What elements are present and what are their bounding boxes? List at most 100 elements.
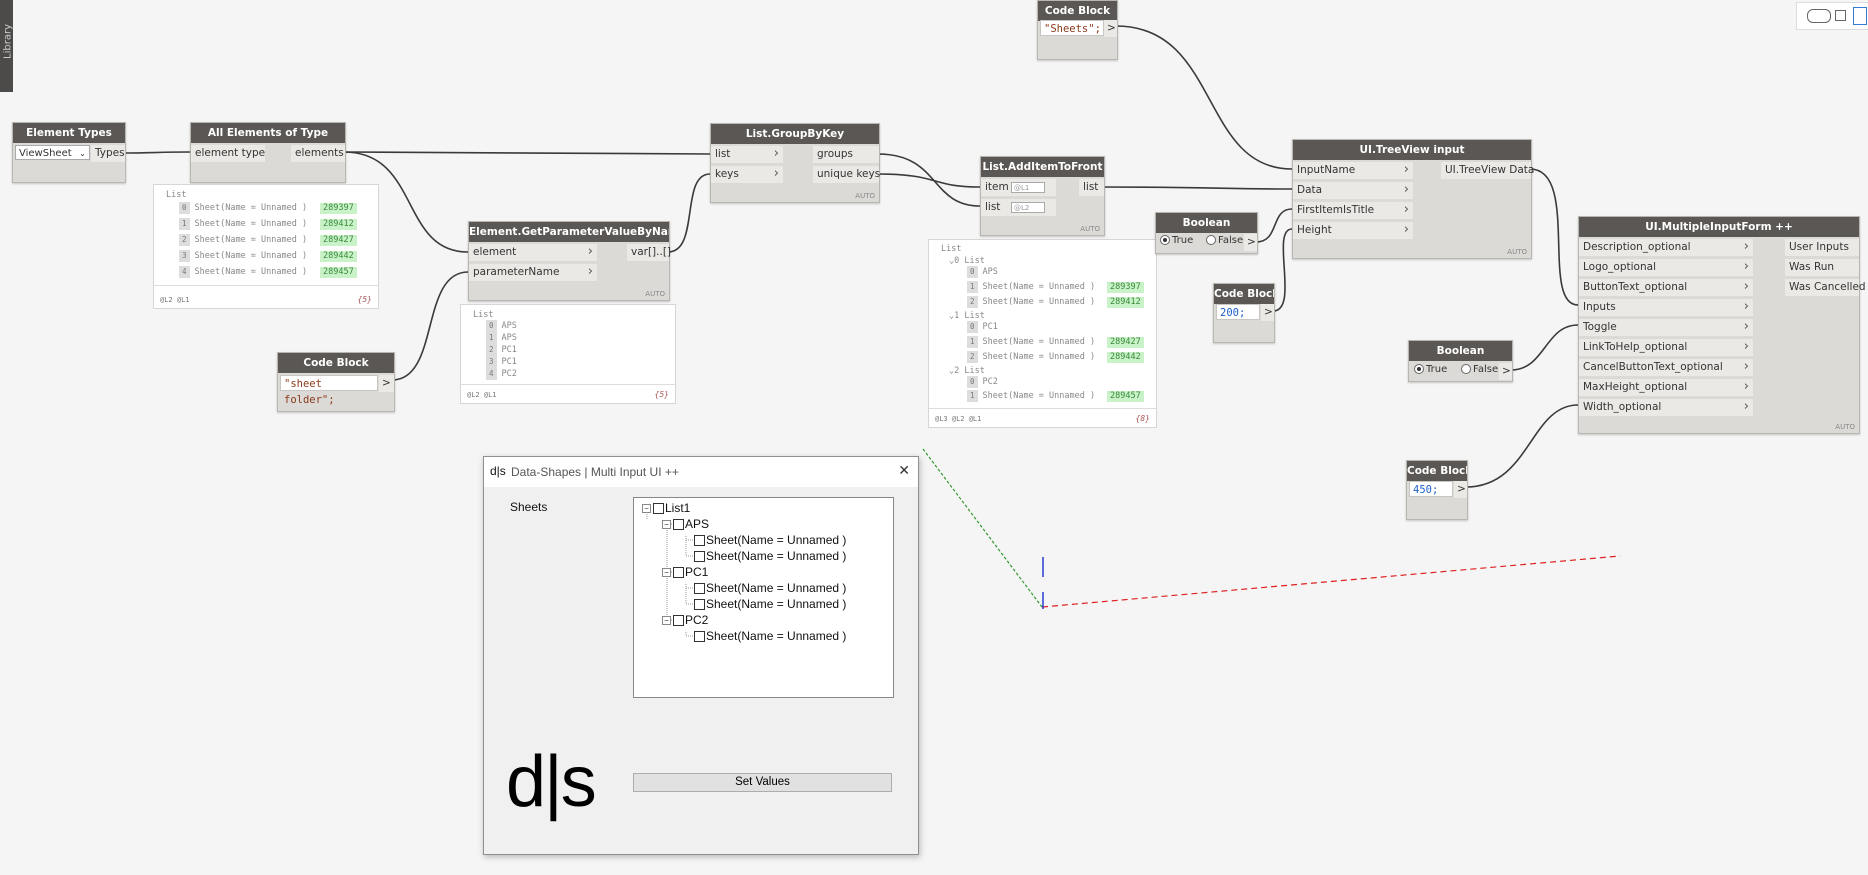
library-tab[interactable]: Library bbox=[0, 0, 14, 92]
code-editor[interactable]: 200; bbox=[1216, 304, 1260, 320]
tree-node-list1[interactable]: −List1 bbox=[642, 501, 690, 516]
radio-true[interactable]: True bbox=[1414, 364, 1447, 375]
collapse-icon[interactable]: − bbox=[642, 504, 651, 514]
input-port-link-to-help[interactable]: LinkToHelp_optional bbox=[1579, 338, 1753, 356]
sheets-treeview[interactable]: −List1 −APS Sheet(Name = Unnamed ) Sheet… bbox=[633, 497, 894, 698]
lacing-auto[interactable]: AUTO bbox=[1080, 225, 1100, 233]
radio-false[interactable]: False bbox=[1461, 364, 1498, 375]
input-port-button-text[interactable]: ButtonText_optional bbox=[1579, 278, 1753, 296]
output-port-var[interactable]: var[]..[] bbox=[627, 244, 671, 261]
code-editor[interactable]: 450; bbox=[1409, 481, 1453, 497]
input-port-description[interactable]: Description_optional bbox=[1579, 238, 1753, 256]
geometry-view-icon[interactable] bbox=[1807, 9, 1831, 23]
input-port-toggle[interactable]: Toggle bbox=[1579, 318, 1753, 336]
tree-leaf-sheet[interactable]: Sheet(Name = Unnamed ) bbox=[694, 533, 846, 548]
node-code-block-450[interactable]: Code Block 450; > bbox=[1406, 460, 1468, 520]
node-boolean-first-item[interactable]: Boolean True False > bbox=[1155, 212, 1258, 254]
output-port-treeview-data[interactable]: UI.TreeView Data bbox=[1441, 162, 1534, 179]
collapse-icon[interactable]: − bbox=[662, 616, 671, 626]
node-get-parameter-value[interactable]: Element.GetParameterValueByName element … bbox=[468, 221, 671, 301]
input-port-keys[interactable]: keys bbox=[711, 165, 783, 183]
collapse-icon[interactable]: − bbox=[662, 568, 671, 578]
checkbox[interactable] bbox=[673, 615, 684, 627]
radio-true[interactable]: True bbox=[1160, 235, 1193, 246]
output-port-was-run[interactable]: Was Run bbox=[1785, 259, 1859, 276]
checkbox[interactable] bbox=[694, 535, 705, 547]
tree-node-pc1[interactable]: −PC1 bbox=[662, 565, 708, 580]
output-port-groups[interactable]: groups bbox=[813, 146, 879, 163]
element-type-dropdown[interactable]: ViewSheet ⌄ bbox=[15, 145, 90, 160]
node-ui-multiple-input-form[interactable]: UI.MultipleInputForm ++ Description_opti… bbox=[1578, 216, 1866, 434]
input-port-height[interactable]: Height bbox=[1293, 221, 1413, 239]
checkbox[interactable] bbox=[653, 503, 664, 515]
output-port[interactable]: > bbox=[1261, 304, 1274, 321]
dialog-titlebar[interactable]: d|s Data-Shapes | Multi Input UI ++ ✕ bbox=[484, 457, 918, 487]
checkbox[interactable] bbox=[694, 599, 705, 611]
data-shapes-dialog[interactable]: d|s Data-Shapes | Multi Input UI ++ ✕ Sh… bbox=[483, 456, 919, 855]
output-port-user-inputs[interactable]: User Inputs bbox=[1785, 239, 1859, 256]
input-port-list[interactable]: list @L2 bbox=[981, 199, 1056, 216]
input-port-cancel-button-text[interactable]: CancelButtonText_optional bbox=[1579, 358, 1753, 376]
checkbox[interactable] bbox=[694, 583, 705, 595]
radio-false[interactable]: False bbox=[1206, 235, 1243, 246]
code-editor[interactable]: "sheet folder"; bbox=[280, 375, 378, 406]
fit-view-icon[interactable] bbox=[1853, 7, 1867, 25]
level-selector[interactable]: @L1 bbox=[1011, 182, 1045, 193]
lacing-auto[interactable]: AUTO bbox=[1507, 248, 1527, 256]
checkbox[interactable] bbox=[694, 631, 705, 643]
preview-header: List bbox=[473, 310, 494, 320]
input-port-width[interactable]: Width_optional bbox=[1579, 398, 1753, 416]
node-code-block-200[interactable]: Code Block 200; > bbox=[1213, 283, 1275, 343]
level-selector[interactable]: @L2 bbox=[1011, 202, 1045, 213]
output-port-unique-keys[interactable]: unique keys bbox=[813, 166, 880, 183]
tree-leaf-sheet[interactable]: Sheet(Name = Unnamed ) bbox=[694, 597, 846, 612]
lacing-auto[interactable]: AUTO bbox=[855, 192, 875, 200]
input-port-element-type[interactable]: element type bbox=[191, 145, 265, 162]
output-port[interactable]: > bbox=[1104, 20, 1117, 37]
input-port-inputs[interactable]: Inputs bbox=[1579, 298, 1753, 316]
node-view-icon[interactable] bbox=[1835, 10, 1846, 21]
node-code-block-sheet-folder[interactable]: Code Block "sheet folder"; > bbox=[277, 352, 395, 412]
output-port-types[interactable]: Types bbox=[91, 145, 125, 162]
tree-node-pc2[interactable]: −PC2 bbox=[662, 613, 708, 628]
output-port[interactable]: > bbox=[379, 375, 394, 392]
node-ui-treeview-input[interactable]: UI.TreeView input InputName Data FirstIt… bbox=[1292, 139, 1534, 259]
element-id: 289442 bbox=[1107, 352, 1144, 363]
set-values-button[interactable]: Set Values bbox=[633, 773, 892, 792]
element-id: 289397 bbox=[320, 203, 357, 214]
output-port[interactable]: > bbox=[1499, 363, 1512, 380]
node-list-add-item-to-front[interactable]: List.AddItemToFront item @L1 list @L2 li… bbox=[980, 156, 1105, 236]
lacing-auto[interactable]: AUTO bbox=[1835, 423, 1855, 431]
checkbox[interactable] bbox=[673, 519, 684, 531]
node-all-elements-of-type[interactable]: All Elements of Type element type elemen… bbox=[190, 122, 346, 183]
input-port-element[interactable]: element bbox=[469, 243, 597, 261]
tree-leaf-sheet[interactable]: Sheet(Name = Unnamed ) bbox=[694, 629, 846, 644]
checkbox[interactable] bbox=[694, 551, 705, 563]
output-port-elements[interactable]: elements bbox=[291, 145, 345, 162]
node-element-types[interactable]: Element Types ViewSheet ⌄ Types bbox=[12, 122, 126, 183]
input-port-input-name[interactable]: InputName bbox=[1293, 161, 1413, 179]
node-code-block-sheets[interactable]: Code Block "Sheets"; > bbox=[1037, 0, 1118, 60]
code-editor[interactable]: "Sheets"; bbox=[1040, 20, 1104, 36]
tree-leaf-sheet[interactable]: Sheet(Name = Unnamed ) bbox=[694, 581, 846, 596]
output-port-was-cancelled[interactable]: Was Cancelled bbox=[1785, 279, 1866, 296]
lacing-auto[interactable]: AUTO bbox=[645, 290, 665, 298]
output-port[interactable]: > bbox=[1244, 234, 1257, 251]
node-boolean-toggle[interactable]: Boolean True False > bbox=[1408, 340, 1513, 382]
close-icon[interactable]: ✕ bbox=[898, 463, 910, 479]
checkbox[interactable] bbox=[673, 567, 684, 579]
input-port-first-item-is-title[interactable]: FirstItemIsTitle bbox=[1293, 201, 1413, 219]
input-port-item[interactable]: item @L1 bbox=[981, 179, 1056, 196]
input-port-logo[interactable]: Logo_optional bbox=[1579, 258, 1753, 276]
tree-node-aps[interactable]: −APS bbox=[662, 517, 709, 532]
tree-leaf-sheet[interactable]: Sheet(Name = Unnamed ) bbox=[694, 549, 846, 564]
node-list-group-by-key[interactable]: List.GroupByKey list keys groups unique … bbox=[710, 123, 880, 203]
output-port-list[interactable]: list bbox=[1079, 179, 1104, 196]
output-port[interactable]: > bbox=[1454, 481, 1467, 498]
collapse-icon[interactable]: − bbox=[662, 520, 671, 530]
input-port-list[interactable]: list bbox=[711, 145, 783, 163]
input-port-parameter-name[interactable]: parameterName bbox=[469, 263, 597, 281]
input-port-max-height[interactable]: MaxHeight_optional bbox=[1579, 378, 1753, 396]
dropdown-value: ViewSheet bbox=[19, 148, 72, 159]
input-port-data[interactable]: Data bbox=[1293, 181, 1413, 199]
